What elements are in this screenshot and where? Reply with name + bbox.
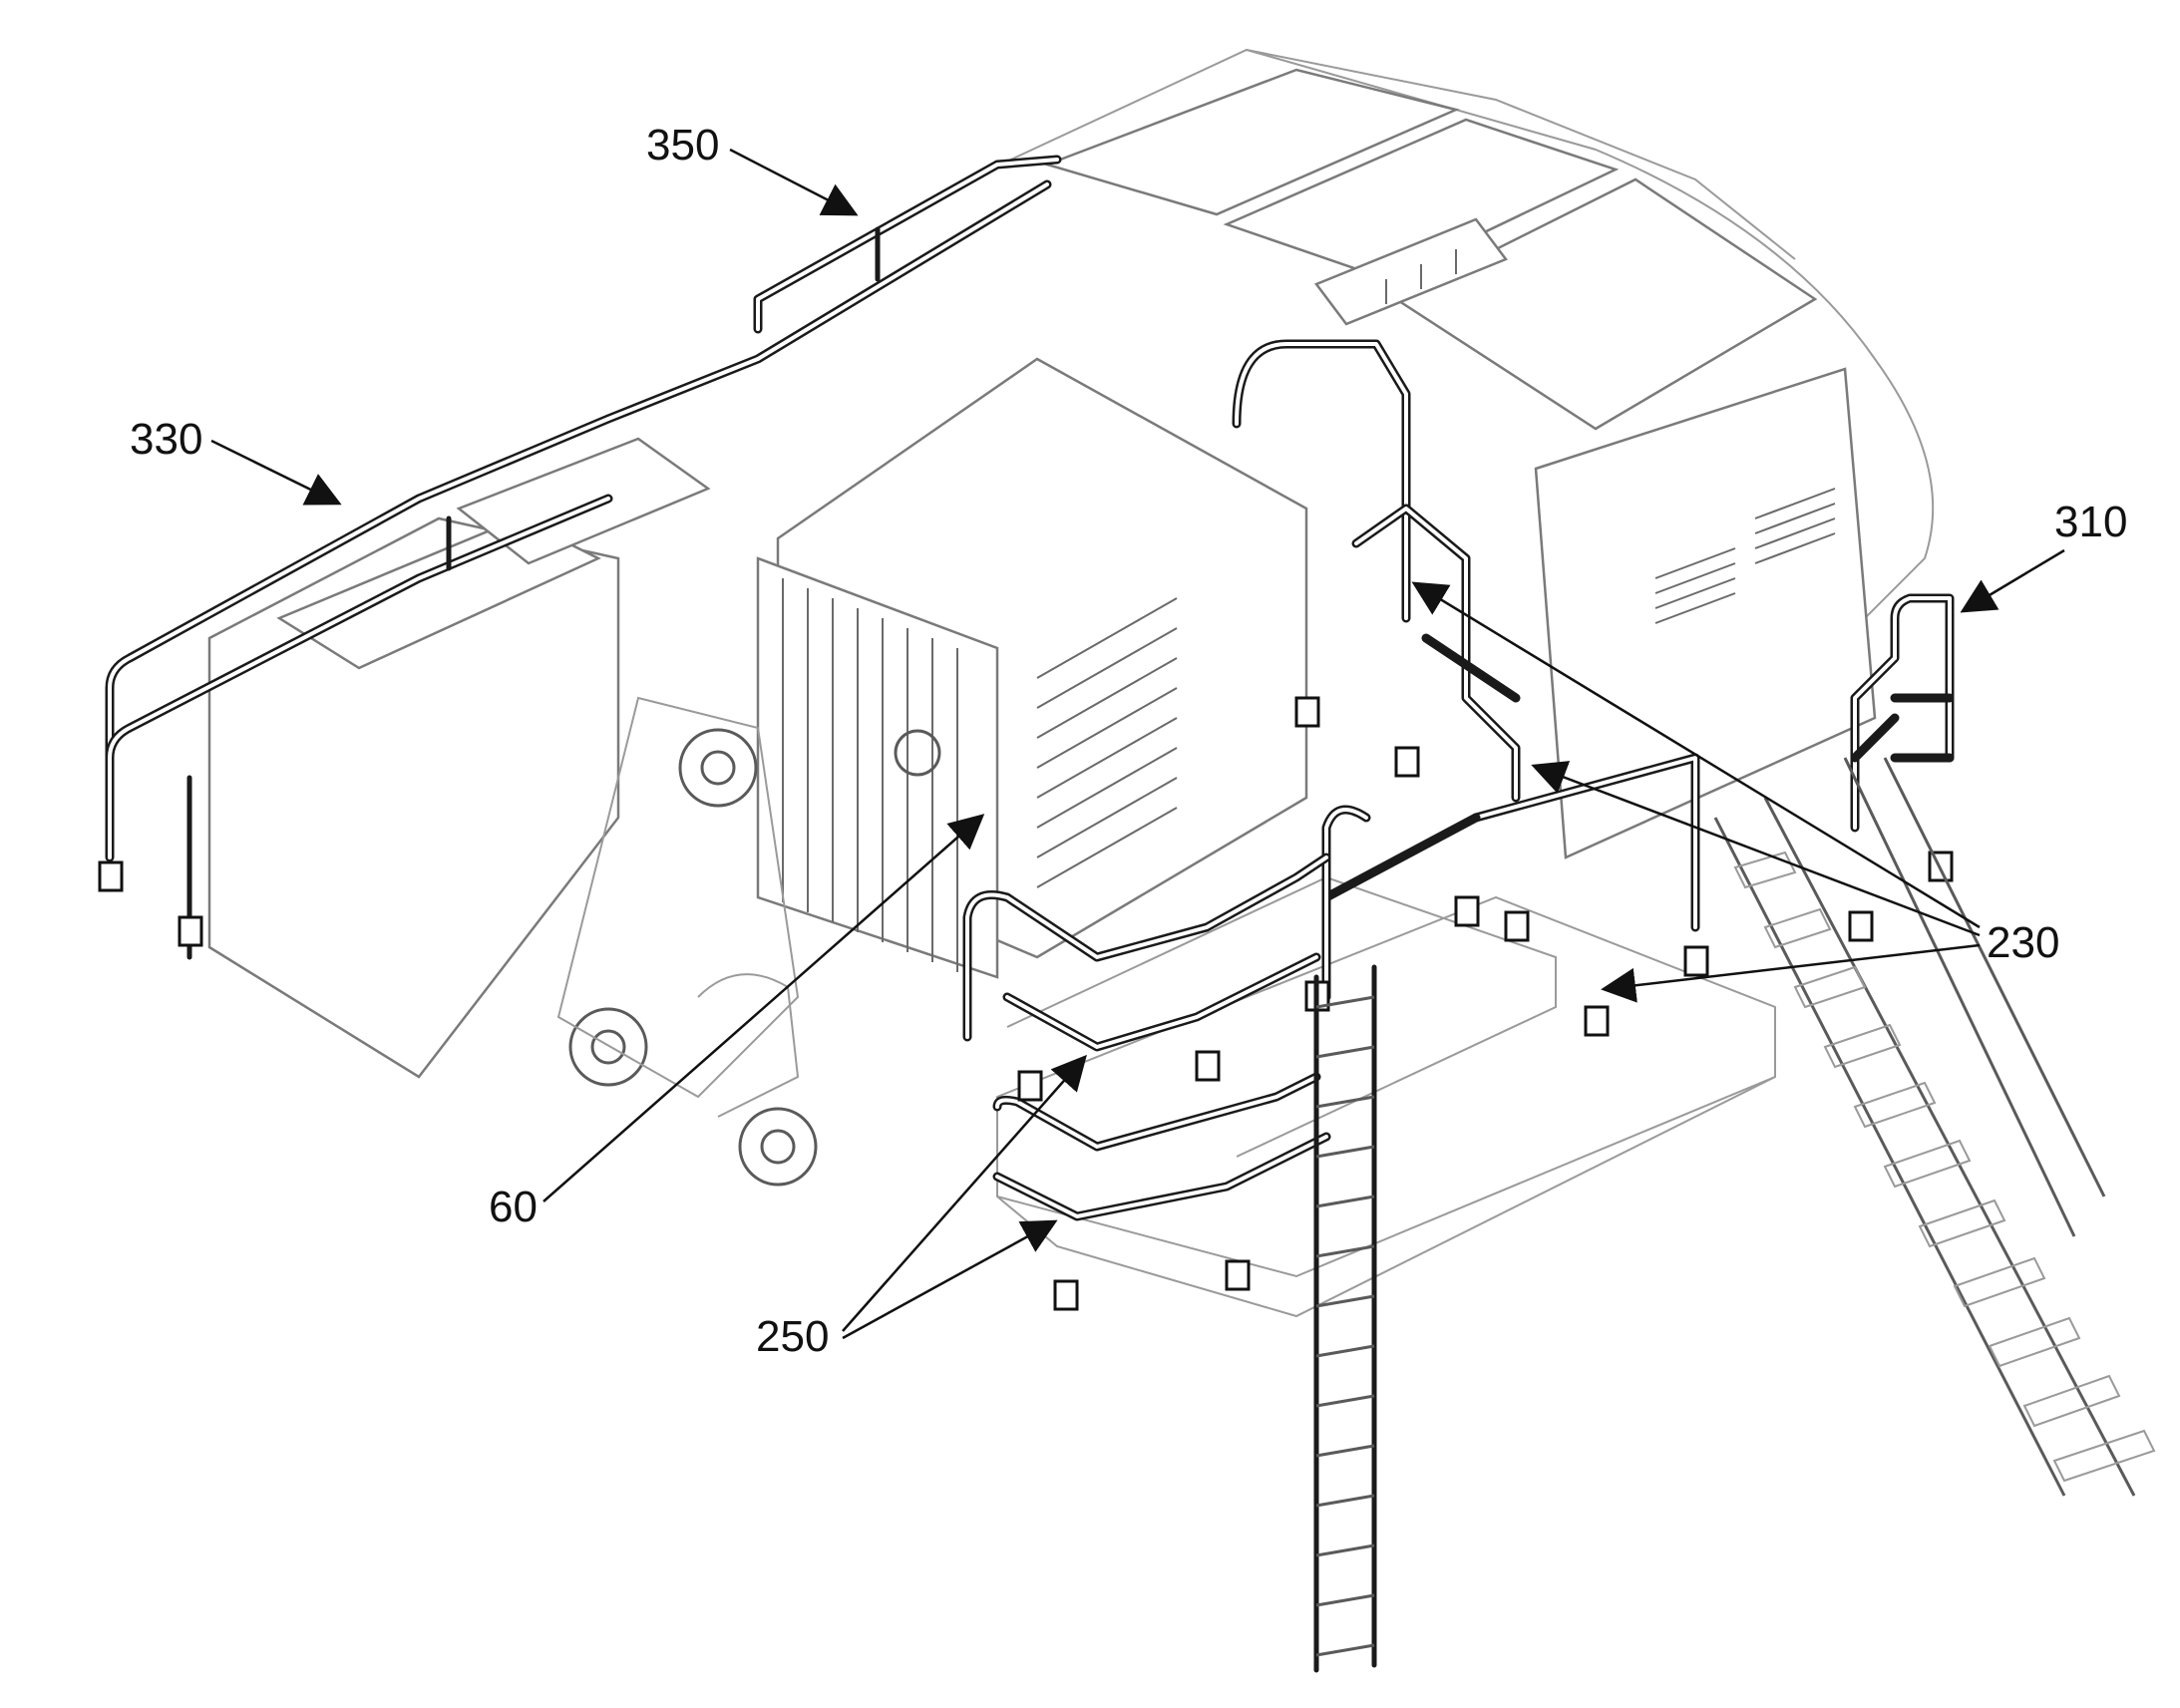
reference-label-250: 250 xyxy=(756,1312,829,1361)
cabinet-louvres xyxy=(1654,488,1836,624)
radiator-fins xyxy=(782,578,958,972)
reference-350: 350 xyxy=(646,121,859,216)
boom-pivot xyxy=(556,696,818,1187)
reference-label-350: 350 xyxy=(646,121,719,170)
reference-label-60: 60 xyxy=(489,1183,538,1231)
reference-250: 250 xyxy=(756,1054,1087,1361)
vent-grille xyxy=(1385,249,1457,304)
fan-hub xyxy=(894,729,941,777)
walkway-base xyxy=(1006,875,1557,1158)
reference-label-310: 310 xyxy=(2054,498,2127,546)
handrail-230 xyxy=(1232,339,1709,1037)
handrail-330 xyxy=(98,179,1052,960)
stairway xyxy=(1713,757,2156,1497)
counterweight xyxy=(207,516,620,1079)
reference-60: 60 xyxy=(489,814,985,1231)
reference-label-330: 330 xyxy=(130,415,202,464)
reference-label-230: 230 xyxy=(1987,918,2059,967)
handrail-350 xyxy=(753,155,1062,334)
roof-panel xyxy=(1043,68,1460,216)
reference-330: 330 xyxy=(130,415,342,506)
machine-housing xyxy=(207,48,1935,1318)
handrail-250 xyxy=(962,853,1331,1311)
vent-box xyxy=(1314,217,1508,326)
side-cabinet xyxy=(1534,367,1877,859)
radiator-front xyxy=(756,556,999,979)
reference-310: 310 xyxy=(1960,498,2127,613)
roof-panel xyxy=(1393,177,1818,431)
roof-panel xyxy=(1223,118,1620,281)
reference-230: 230 xyxy=(1411,581,2059,1003)
radiator-side-louvres xyxy=(1036,597,1178,888)
access-ladder xyxy=(1313,964,1377,1673)
